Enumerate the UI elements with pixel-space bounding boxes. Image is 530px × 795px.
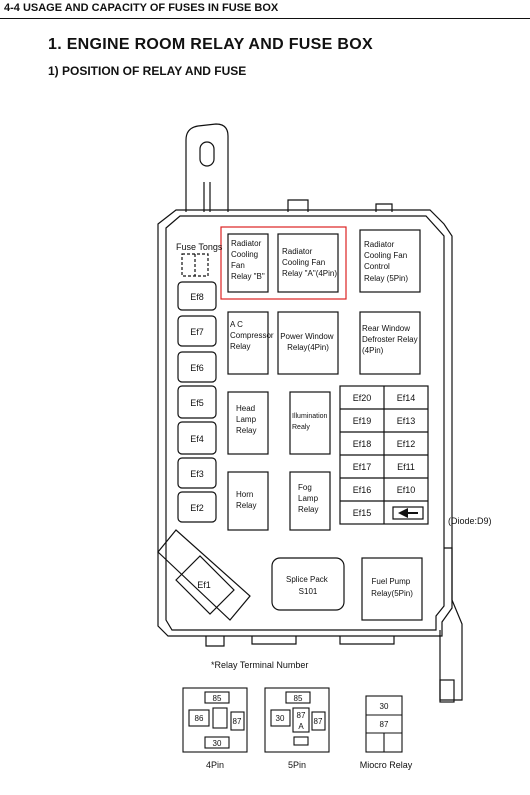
relay-horn	[227, 471, 269, 531]
section-subtitle: 1) POSITION OF RELAY AND FUSE	[48, 64, 247, 78]
fuse-ef6-slot	[177, 351, 217, 383]
relay-4pin-label: 4Pin	[206, 760, 224, 770]
fuse-ef14: Ef14	[397, 393, 416, 403]
fuse-ef8-slot	[177, 281, 217, 311]
fuse-ef4: Ef4	[190, 434, 204, 444]
fuse-ef19: Ef19	[353, 416, 372, 426]
section-title: 1. ENGINE ROOM RELAY AND FUSE BOX	[48, 36, 373, 53]
fuse-ef20: Ef20	[353, 393, 372, 403]
fuse-ef1-slot	[175, 555, 235, 615]
relay-fog-lamp	[289, 471, 331, 531]
relay-power-window-label: Power Window Relay(4Pin)	[280, 332, 336, 352]
highlight-radiator-relays	[220, 226, 347, 300]
splice-pack	[271, 557, 345, 611]
fuse-ef5: Ef5	[190, 398, 204, 408]
fuse-ef6: Ef6	[190, 363, 204, 373]
relay-radiator-b-label: Radiator Cooling Fan Relay "B"	[231, 239, 265, 281]
fuse-ef11: Ef11	[397, 462, 415, 472]
terminal-87a-5pin: A	[298, 722, 304, 731]
relay-fuel-pump-label: Fuel Pump Relay(5Pin)	[371, 577, 413, 598]
fuse-ef13: Ef13	[397, 416, 416, 426]
relay-4pin-diagram	[182, 687, 248, 753]
mounting-tab	[185, 123, 229, 212]
fuse-ef12: Ef12	[397, 439, 416, 449]
relay-terminal-caption: *Relay Terminal Number	[211, 660, 308, 670]
fuse-ef4-slot	[177, 421, 217, 455]
terminal-30-4pin: 30	[213, 739, 222, 748]
relay-radiator-a-label: Radiator Cooling Fan Relay "A"(4Pin)	[282, 247, 337, 278]
fuse-ef5-slot	[177, 385, 217, 419]
relay-fuel-pump	[361, 557, 423, 621]
terminal-87-5pin: 87	[297, 711, 306, 720]
fuse-ef8: Ef8	[190, 292, 204, 302]
terminal-85-5pin: 85	[294, 694, 303, 703]
relay-5pin-diagram	[264, 687, 330, 753]
terminal-87-micro: 87	[380, 720, 389, 729]
mounting-slot	[199, 141, 215, 167]
fuse-ef18: Ef18	[353, 439, 372, 449]
fuse-ef2-slot	[177, 491, 217, 523]
fuse-box-inner-outline	[165, 215, 445, 631]
relay-ac-compressor-label: A C Compressor Relay	[230, 320, 276, 351]
relay-rear-window-label: Rear Window Defroster Relay (4Pin)	[362, 324, 420, 355]
relay-ac-compressor	[227, 311, 269, 375]
diode-label: (Diode:D9)	[448, 516, 492, 526]
fuse-ef17: Ef17	[353, 462, 372, 472]
relay-illumination	[289, 391, 331, 455]
relay-radiator-a	[277, 233, 339, 293]
fuse-box-outline	[157, 209, 453, 637]
relay-5pin-label: 5Pin	[288, 760, 306, 770]
micro-relay-label: Miocro Relay	[360, 760, 413, 770]
fuse-ef7: Ef7	[190, 327, 204, 337]
relay-head-lamp	[227, 391, 269, 455]
diode-d9	[392, 506, 424, 520]
terminal-30-micro: 30	[380, 702, 389, 711]
splice-pack-label: Splice Pack S101	[286, 575, 330, 596]
relay-horn-label: Horn Relay	[236, 490, 256, 510]
page-header: 4-4 USAGE AND CAPACITY OF FUSES IN FUSE …	[0, 0, 530, 19]
terminal-85-4pin: 85	[213, 694, 222, 703]
diode-arrow-icon	[398, 508, 418, 518]
terminal-86-4pin: 86	[195, 714, 204, 723]
relay-fog-lamp-label: Fog Lamp Relay	[298, 483, 320, 514]
relay-head-lamp-label: Head Lamp Relay	[236, 404, 258, 435]
relay-rear-window	[359, 311, 421, 375]
fuse-ef15: Ef15	[353, 508, 372, 518]
fuse-ef1: Ef1	[197, 580, 211, 590]
terminal-87r-5pin: 87	[314, 717, 323, 726]
relay-radiator-control	[359, 229, 421, 293]
fuse-ef10: Ef10	[397, 485, 416, 495]
terminal-87-4pin: 87	[233, 717, 242, 726]
relay-illumination-label: Illumination Realy	[292, 413, 329, 431]
header-text: 4-4 USAGE AND CAPACITY OF FUSES IN FUSE …	[4, 2, 279, 14]
fuse-ef7-slot	[177, 315, 217, 347]
relay-radiator-control-label: Radiator Cooling Fan Control Relay (5Pin…	[364, 240, 409, 283]
fuse-ef16: Ef16	[353, 485, 372, 495]
bracket-foot	[439, 679, 455, 703]
fuse-ef3: Ef3	[190, 469, 204, 479]
fuse-tongs-label: Fuse Tongs	[176, 242, 223, 252]
relay-power-window	[277, 311, 339, 375]
fuse-ef2: Ef2	[190, 503, 204, 513]
terminal-30-5pin: 30	[276, 714, 285, 723]
relay-radiator-b	[227, 233, 269, 293]
fuse-ef3-slot	[177, 457, 217, 489]
